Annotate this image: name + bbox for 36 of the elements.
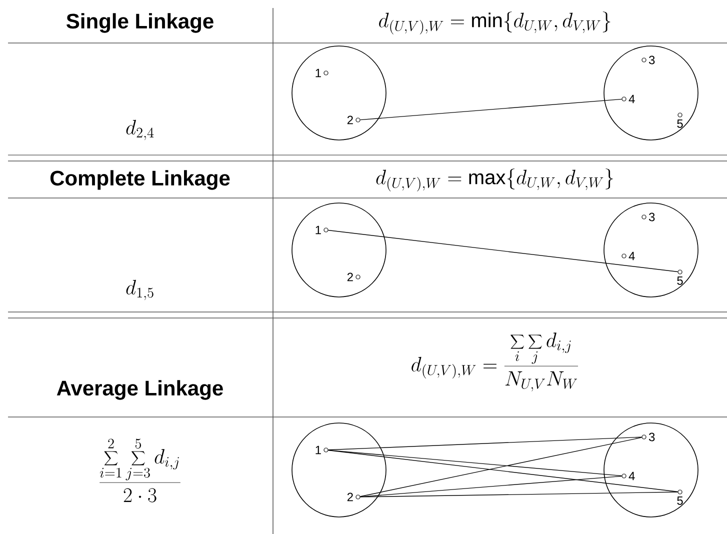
connecting-line [360, 98, 622, 120]
row-heading: Single Linkage [66, 13, 214, 33]
connecting-line [328, 450, 678, 492]
cluster-circle [292, 422, 386, 518]
connecting-line [360, 492, 678, 498]
formula: $d_{(U,V),W} = \min\{d_{U,W}, d_{V,W}\}$ [379, 12, 610, 34]
connecting-line [328, 436, 642, 450]
point-label: 4 [628, 94, 635, 104]
formula: $d_{2,4}$ [126, 120, 154, 140]
point-label: 2 [347, 272, 353, 282]
cluster-circle [604, 46, 698, 140]
cluster-circle [292, 46, 386, 140]
point-label: 3 [648, 212, 655, 222]
formula: $d_{(U,V),W} = \max\{d_{U,W}, d_{V,W}\}$ [376, 168, 613, 192]
cluster-circle [604, 422, 698, 518]
cluster-circle [292, 202, 386, 298]
point-label: 1 [316, 226, 321, 234]
row-heading: Complete Linkage [50, 170, 230, 190]
point-label: 1 [316, 68, 321, 78]
row-heading: Average Linkage [56, 380, 223, 400]
point-label: 5 [677, 496, 683, 505]
point-label: 1 [316, 446, 321, 454]
point-label: 2 [347, 492, 353, 502]
connecting-line [328, 230, 678, 272]
point-label: 3 [648, 56, 655, 64]
point-label: 4 [628, 252, 635, 260]
formula: $\frac{\displaystyle\sum_{i=1}^{2}\sum_{j=3}^{5} d_{i,j}}{2\cdot 3}$ [100, 438, 180, 502]
formula: $d_{(U,V),W} = \frac{\displaystyle\sum_{i}\sum_{j} d_{i,j}}{N_{U,V}N_{W}}$ [412, 332, 578, 392]
point-label: 5 [677, 276, 683, 285]
connecting-line [360, 437, 642, 497]
point-label: 2 [347, 116, 353, 124]
point-label: 3 [648, 432, 655, 442]
formula: $d_{1,5}$ [126, 280, 154, 300]
cluster-circle [604, 202, 698, 298]
point-label: 4 [628, 472, 635, 480]
point-label: 5 [677, 120, 683, 128]
